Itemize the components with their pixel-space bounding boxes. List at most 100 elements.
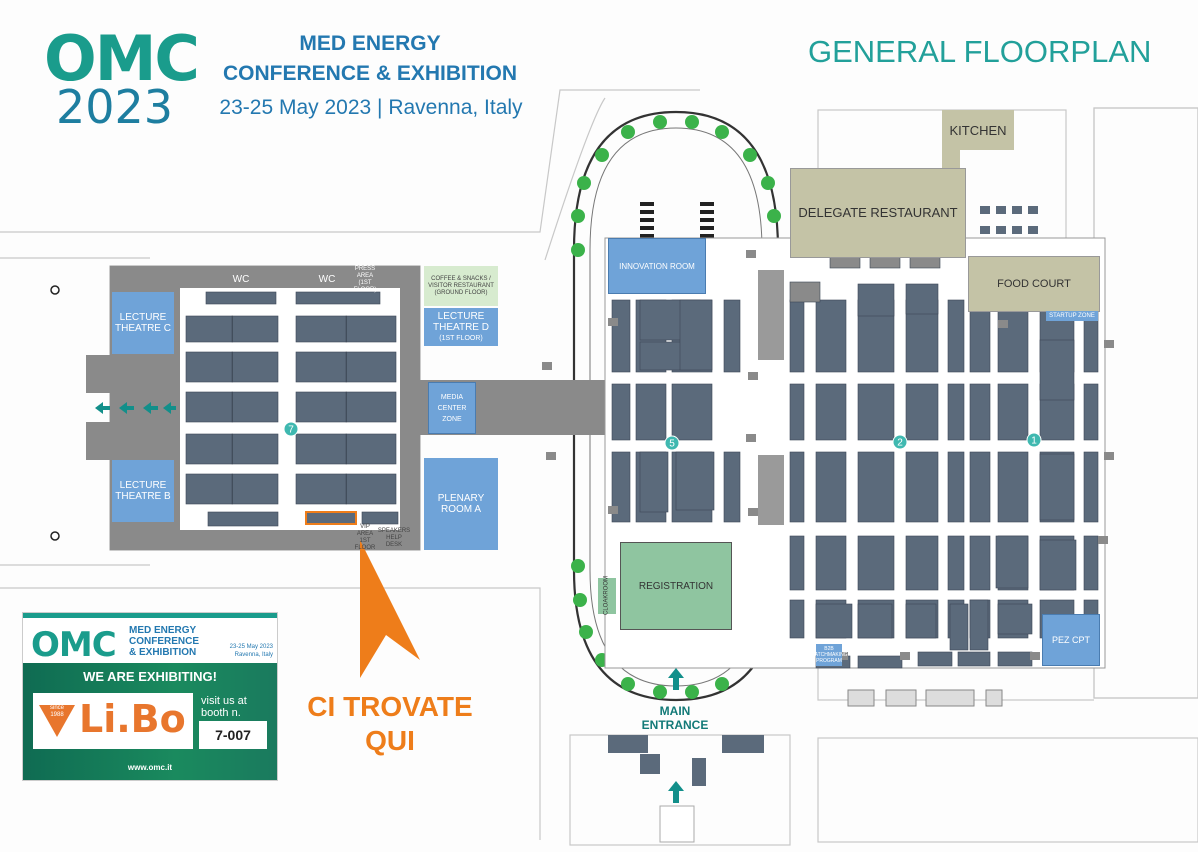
hall-marker-2 [892,434,908,450]
room-b2b: B2B MATCHMAKING PROGRAM [810,644,848,666]
booth [947,535,965,591]
room-startup-zone: STARTUP ZONE [1046,311,1098,321]
door-marker [1098,536,1108,544]
callout-line1: CI TROVATE [307,691,473,722]
service-block [789,281,821,303]
entrance-building [608,735,764,843]
booth [815,451,847,523]
ad-top-stripe [23,613,277,618]
booth [969,383,991,441]
room-press-label: PRESS AREA [354,266,376,279]
ad-url: www.omc.it [127,763,173,772]
booth [905,451,939,523]
booth [207,511,279,527]
booth [1039,453,1075,521]
hall-marker-5 [664,435,680,451]
stair-markers [640,202,714,238]
corridors [758,270,784,525]
door-markers [182,250,1114,663]
booth [1083,535,1099,591]
room-wc-right: WC [300,270,354,288]
booth [723,299,741,373]
booth [995,535,1029,589]
hall-marker-1 [1026,432,1042,448]
booth [231,433,233,465]
booth [361,511,399,525]
ad-visit-line: visit us at [201,695,247,707]
hall-number-5: 5 [669,439,675,450]
plan-title: GENERAL FLOORPLAN [808,34,1152,69]
booth [789,299,805,373]
booth [671,383,713,441]
service-boxes [847,689,1003,707]
booth [345,351,347,383]
booth [969,451,991,523]
hall-number-2: 2 [897,438,903,449]
booth [231,315,233,343]
booth [857,535,895,591]
door-marker [608,506,618,514]
room-coffee-label: COFFEE & SNACKS / VISITOR RESTAURANT [428,275,494,289]
room-kitchen: KITCHEN [942,110,1014,150]
booth [231,473,233,505]
booth [857,603,893,639]
ad-line2: CONFERENCE [129,636,200,647]
ad-dates-line: 23-25 May 2023 [229,644,273,650]
room-delegate-restaurant: DELEGATE RESTAURANT [790,168,966,258]
booth [789,599,805,639]
hall-marker-7 [283,421,299,437]
booth [947,299,965,373]
hall-number-7: 7 [288,425,294,436]
conference-dates: 23-25 May 2023 | Ravenna, Italy [219,96,523,119]
direction-arrows [95,402,684,803]
booth [905,603,937,639]
door-marker [546,452,556,460]
hall-number-1: 1 [1031,436,1037,447]
booth [997,383,1029,441]
booth [947,383,965,441]
booth [675,451,715,511]
booth [723,451,741,523]
booth [1039,539,1077,591]
door-marker [838,652,848,660]
ad-banner: WE ARE EXHIBITING! [83,669,217,684]
booth [949,603,969,651]
room-plenary-a: PLENARY ROOM A [424,458,498,550]
booth [857,655,903,669]
booth [305,511,357,525]
booth [815,299,847,373]
callout-line2: QUI [365,725,415,756]
door-marker [608,318,618,326]
room-cloakroom: CLOAKROOM [598,576,616,616]
booth [611,299,631,373]
door-marker [746,250,756,258]
room-food-court: FOOD COURT [968,256,1100,312]
booth [905,535,939,591]
ad-since-label: since [49,705,64,711]
booth [1039,339,1075,401]
booth [205,291,277,305]
room-speakers-desk: SPEAKERS HELP DESK [377,527,411,548]
door-marker [900,652,910,660]
room-press-floor: (1ST FLOOR) [353,280,377,293]
booth [857,383,895,441]
door-marker [1030,652,1040,660]
booth [789,451,805,523]
booth [789,383,805,441]
room-lecture-d: LECTURE THEATRE D (1ST FLOOR) [424,308,498,346]
booth [231,391,233,423]
ad-company-name: Li.Bo [79,697,186,741]
ad-libo-logo: since 1988 Li.Bo [33,693,193,749]
booth [611,383,631,441]
room-vip-area: VIP AREA 1ST FLOOR [355,524,376,551]
booth [917,651,953,667]
door-marker [290,536,300,544]
hall-1-2-5-booths [611,169,1099,669]
booth [815,383,847,441]
booth [905,383,939,441]
booth [997,603,1033,635]
hall-markers: 1 2 5 7 [283,421,1042,451]
omc-logo-text: OMC [44,22,200,95]
conference-title-line1: MED ENERGY [299,32,441,55]
